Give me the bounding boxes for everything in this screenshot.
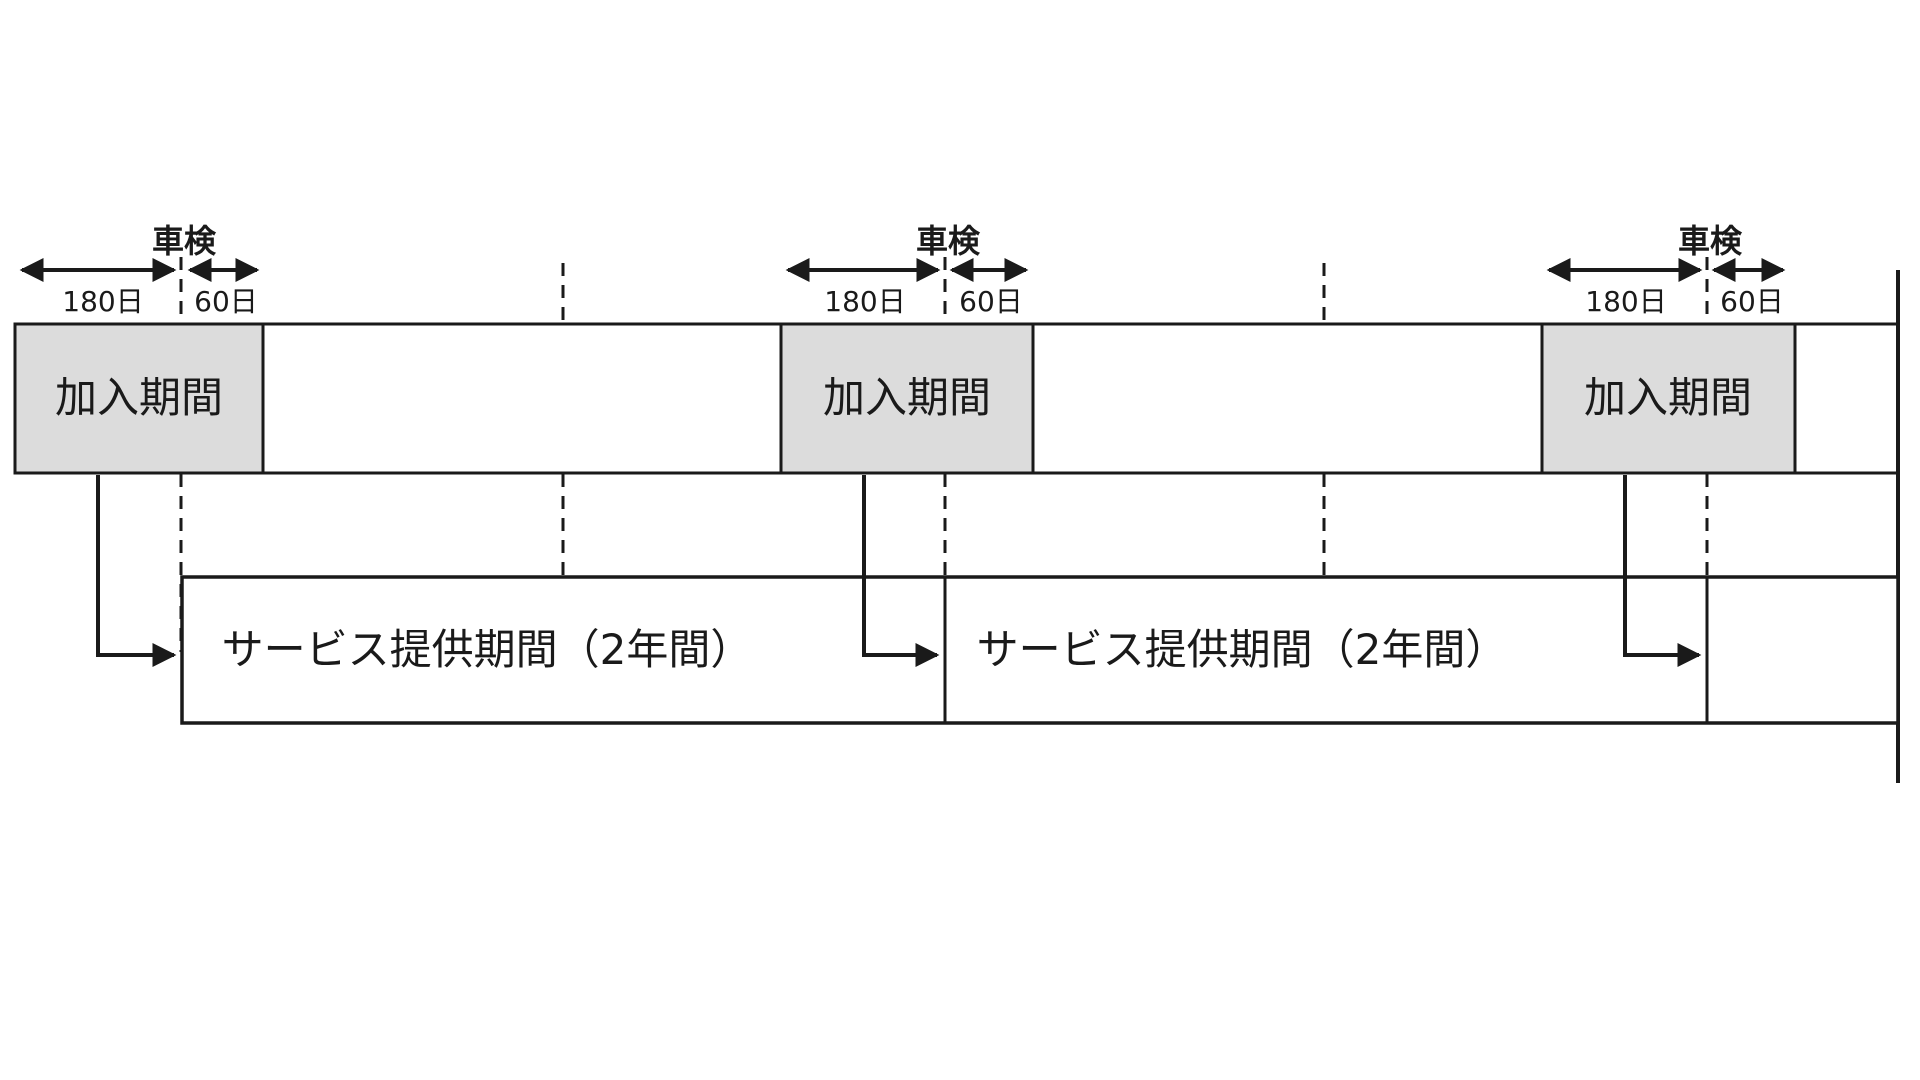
days-after-label-2: 60日 <box>959 285 1023 318</box>
subscription-box-3 <box>1540 322 1797 475</box>
subscription-box-2 <box>779 322 1035 475</box>
service-label-2: サービス提供期間（2年間） <box>977 625 1508 674</box>
inspection-label-1: 車検 <box>152 222 217 260</box>
service-box <box>180 575 1900 725</box>
days-after-label-1: 60日 <box>194 285 258 318</box>
service-start-arrow-1 <box>96 475 177 667</box>
days-after-label-3: 60日 <box>1720 285 1784 318</box>
subscription-label-1: 加入期間 <box>55 373 223 422</box>
subscription-box-1 <box>13 322 265 475</box>
service-start-arrow-3 <box>1623 475 1702 667</box>
service-start-arrow-2 <box>862 475 940 667</box>
days-before-label-1: 180日 <box>62 285 143 318</box>
subscription-label-2: 加入期間 <box>823 373 991 422</box>
service-label-1: サービス提供期間（2年間） <box>222 625 753 674</box>
subscription-label-3: 加入期間 <box>1584 373 1752 422</box>
days-before-label-2: 180日 <box>824 285 905 318</box>
days-before-label-3: 180日 <box>1585 285 1666 318</box>
inspection-label-2: 車検 <box>916 222 981 260</box>
inspection-label-3: 車検 <box>1678 222 1743 260</box>
